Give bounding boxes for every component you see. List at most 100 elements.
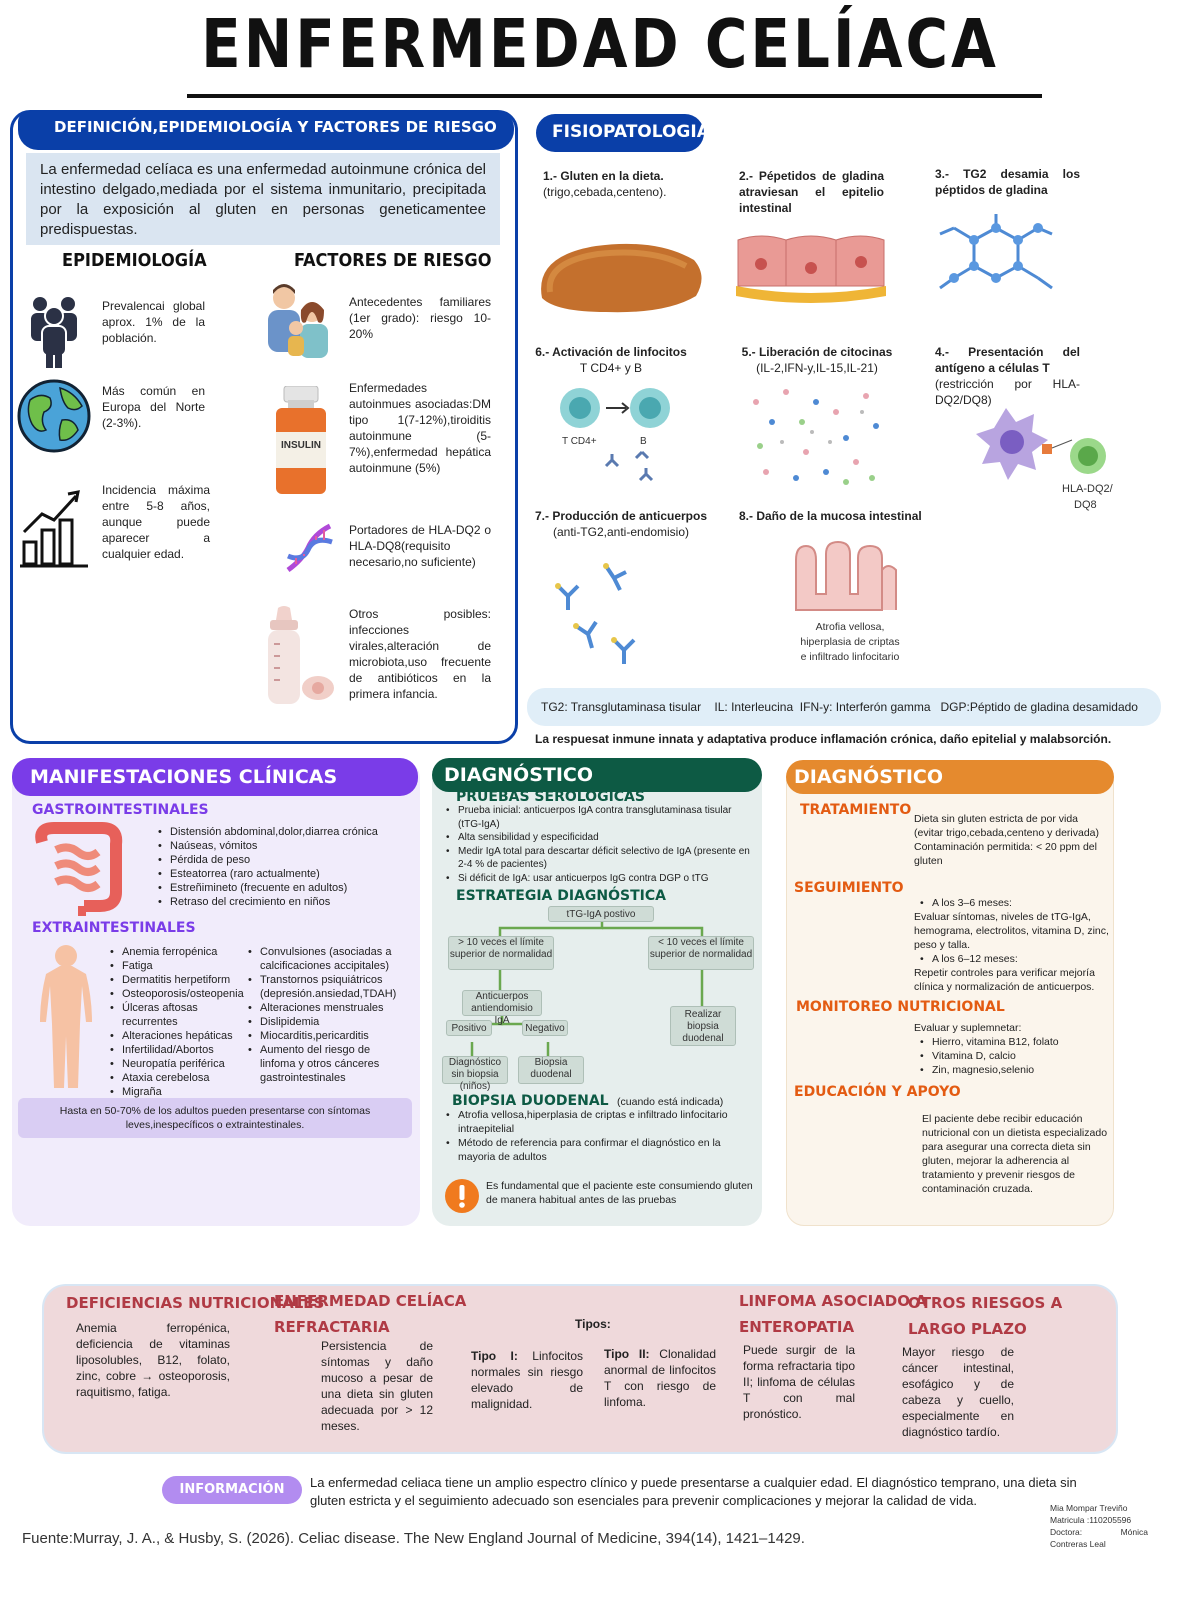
manifestations-note: Hasta en 50-70% de los adultos pueden pr… [18, 1098, 412, 1138]
author-block: Mia Mompar Treviño Matricula :110205596 … [1050, 1502, 1148, 1550]
risk-item-3: Otros posibles: infecciones virales,alte… [349, 607, 491, 701]
other-risks-text: Mayor riesgo de cáncer intestinal, esofá… [902, 1345, 1014, 1439]
villi-caption: Atrofia vellosa, hiperplasia de criptas … [770, 620, 930, 665]
warning-icon [444, 1178, 480, 1214]
list-item: Vitamina D, calcio [920, 1049, 1104, 1063]
follow-up-title: SEGUIMIENTO [794, 880, 904, 896]
treatment-text: Dieta sin gluten estricta de por vida (e… [914, 813, 1100, 867]
people-icon [28, 292, 80, 368]
page-title: ENFERMEDAD CELÍACA [201, 4, 999, 84]
extra-title: EXTRAINTESTINALES [32, 920, 196, 936]
follow-up-bullet-2-text: A los 6–12 meses: [932, 953, 1018, 965]
list-item: Retraso del crecimiento en niños [158, 895, 388, 909]
list-item: Alta sensibilidad y especificidad [446, 831, 756, 845]
flow-root: tTG-IgA postivo [548, 906, 654, 922]
fisio-step-1: 1.- Gluten en la dieta. (trigo,cebada,ce… [543, 168, 713, 200]
hla-label-1: HLA-DQ2/ [1062, 483, 1114, 495]
villi-caption-line-1: Atrofia vellosa, [815, 621, 885, 633]
biopsy-title: BIOPSIA DUODENAL [452, 1093, 609, 1109]
villi-icon [792, 540, 902, 614]
nutritional-deficiency-title: DEFICIENCIAS NUTRICIONALES [66, 1294, 325, 1312]
warning-text: Es fundamental que el paciente este cons… [486, 1180, 753, 1206]
biopsy-list: Atrofia vellosa,hiperplasia de criptas e… [446, 1108, 746, 1164]
follow-up-bullet-1: •A los 3–6 meses: [920, 897, 1012, 909]
flow-high: > 10 veces el límite superior de normali… [448, 936, 554, 970]
tcd4-label: T CD4+ [562, 436, 597, 447]
lymphoma-title-line-1: LINFOMA ASOCIADO A [739, 1292, 927, 1310]
epidemiology-title: EPIDEMIOLOGÍA [62, 250, 207, 271]
doctor-first: Mónica [1120, 1527, 1148, 1537]
nutrition-monitor-list: Hierro, vitamina B12, folato Vitamina D,… [914, 1035, 1104, 1077]
source-citation: Fuente:Murray, J. A., & Husby, S. (2026)… [22, 1530, 805, 1547]
key-info-label: INFORMACIÓN CLAVE [162, 1476, 302, 1525]
list-item: Atrofia vellosa,hiperplasia de criptas e… [446, 1108, 746, 1136]
follow-up-text-1: Evaluar síntomas, niveles de tTG-IgA, he… [914, 911, 1109, 951]
lymphoma-title: LINFOMA ASOCIADO A ENTEROPATIA [739, 1288, 927, 1340]
treatment-panel [786, 764, 1114, 1226]
definition-panel [10, 110, 518, 744]
body-icon [36, 944, 96, 1094]
list-item: Zin, magnesio,selenio [920, 1063, 1104, 1077]
step-4-title: 4.- Presentación del antígeno a células … [935, 345, 1080, 375]
fisio-step-2: 2.- Pépetidos de gladina atraviesan el e… [739, 169, 884, 215]
doctor-label: Doctora: [1050, 1527, 1083, 1537]
nutrition-monitor-block: Evaluar y suplemnetar: Hierro, vitamina … [914, 1021, 1104, 1077]
flow-biopsy: Biopsia duodenal [518, 1056, 584, 1084]
list-item: Naúseas, vómitos [158, 839, 388, 853]
flow-no-biopsy: Diagnóstico sin biopsia (niños) [442, 1056, 508, 1092]
epi-item-2: Incidencia máxima entre 5-8 años, aunque… [102, 483, 210, 561]
villi-caption-line-3: e infiltrado linfocitario [800, 651, 900, 663]
flow-ema: Anticuerpos antiendomisio IgA [462, 990, 542, 1026]
family-icon [258, 280, 338, 360]
antigen-presenting-icon: HLA-DQ2/ DQ8 [976, 400, 1126, 518]
list-item: Alteraciones hepáticas [110, 1029, 240, 1043]
b-cell-label: B [640, 436, 647, 447]
list-item: Dermatitis herpetiform [110, 973, 240, 987]
risk-factors-title: FACTORES DE RIESGO [294, 250, 492, 271]
list-item: Migraña [110, 1085, 240, 1099]
list-item: Osteoporosis/osteopenia [110, 987, 244, 1001]
antibody-icon [548, 556, 658, 676]
risk-item-0: Antecedentes familiares (1er grado): rie… [349, 295, 491, 341]
serology-title: PRUEBAS SEROLÓGICAS [456, 789, 645, 805]
extra-list-1: Anemia ferropénica Fatiga Dermatitis her… [110, 945, 244, 1099]
epi-item-1: Más común en Europa del Norte (2-3%). [102, 384, 205, 430]
refractory-title-line-1: ENFERMEDAD CELÍACA [274, 1292, 467, 1310]
doctor-row: Doctora: Mónica [1050, 1526, 1148, 1538]
list-item: Fatiga [110, 959, 240, 973]
fisio-step-8: 8.- Daño de la mucosa intestinal [739, 509, 922, 523]
lymphoma-text: Puede surgir de la forma refractaria tip… [743, 1343, 855, 1421]
list-item: Hierro, vitamina B12, folato [920, 1035, 1104, 1049]
author-id: Matricula :110205596 [1050, 1515, 1132, 1525]
strategy-title: ESTRATEGIA DIAGNÓSTICA [456, 888, 666, 904]
baby-bottle-icon [262, 604, 338, 710]
flow-low: < 10 veces el límite superior de normali… [648, 936, 754, 970]
other-risks-title-line-1: OTROS RIESGOS A [908, 1294, 1063, 1312]
list-item: Miocarditis,pericarditis [248, 1029, 398, 1043]
hla-label-2: DQ8 [1074, 499, 1097, 511]
definition-text: La enfermedad celíaca es una enfermedad … [26, 153, 500, 245]
fisio-legend: TG2: Transglutaminasa tisular IL: Interl… [527, 688, 1161, 726]
step-4-sub: (restricción por HLA-DQ2/DQ8) [935, 377, 1080, 407]
intestine-icon [28, 822, 128, 918]
list-item: Alteraciones menstruales [248, 1001, 398, 1015]
insulin-label: INSULIN [281, 440, 321, 451]
list-item: Prueba inicial: anticuerpos IgA contra t… [446, 804, 756, 831]
list-item: Dislipidemia [248, 1015, 398, 1029]
other-risks-title: OTROS RIESGOS A LARGO PLAZO [908, 1290, 1062, 1342]
flow-do-biopsy: Realizar biopsia duodenal [670, 1006, 736, 1046]
title-underline [187, 94, 1042, 98]
fisio-step-3: 3.- TG2 desamia los péptidos de gladina [935, 167, 1080, 197]
complications-panel [42, 1284, 1118, 1454]
type-1-text: Tipo I: Linfocitos normales sin riesgo e… [471, 1348, 583, 1412]
epithelium-icon [736, 232, 886, 304]
bar-chart-icon [18, 486, 90, 570]
insulin-bottle-icon: INSULIN [272, 386, 330, 494]
lymphocyte-icon: T CD4+ B [556, 386, 686, 496]
author-name: Mia Mompar Treviño [1050, 1503, 1128, 1513]
list-item: Neuropatía periférica [110, 1057, 240, 1071]
gi-list: Distensión abdominal,dolor,diarrea cróni… [158, 825, 388, 909]
list-item: Estreñimineto (frecuente en adultos) [158, 881, 388, 895]
epi-item-0: Prevalencai global aprox. 1% de la pobla… [102, 299, 205, 345]
list-item: Distensión abdominal,dolor,diarrea cróni… [158, 825, 388, 839]
